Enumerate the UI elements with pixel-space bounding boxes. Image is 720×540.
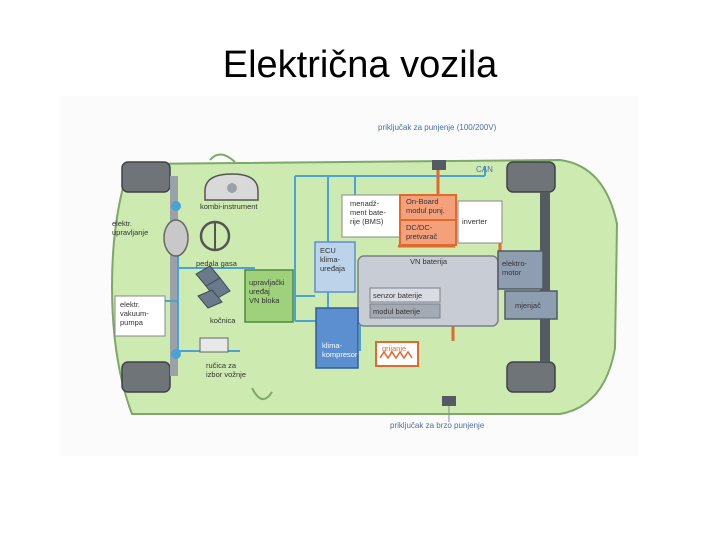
label-sensor: senzor baterije <box>373 291 422 300</box>
wheel-rear-right <box>506 361 556 393</box>
dcdc-box <box>399 219 457 246</box>
ecu-box <box>314 241 356 293</box>
joint-top <box>171 201 181 211</box>
motor-box <box>497 250 544 290</box>
label-selector: ručica za izbor vožnje <box>206 361 246 379</box>
bms-box <box>341 194 401 238</box>
label-can: CAN <box>476 165 493 174</box>
label-vn-battery: VN baterija <box>410 257 448 266</box>
gearbox-box <box>504 290 558 320</box>
pedals-icon <box>195 265 231 309</box>
compressor-box <box>315 307 359 369</box>
rear-axle <box>540 192 550 362</box>
label-ecu: ECU klima- uređaja <box>320 246 346 273</box>
heater-coil-icon <box>379 350 413 360</box>
joint-bottom <box>171 349 181 359</box>
label-module: modul baterije <box>373 307 420 316</box>
label-heater: grijanje <box>382 344 406 353</box>
onboard-charger-box <box>399 194 457 221</box>
label-fast-port: priključak za brzo punjenje <box>390 421 485 430</box>
vacuum-pump-box <box>114 295 166 337</box>
label-gearbox: mjenjač <box>515 301 541 310</box>
label-onboard: On-Board modul punj. <box>406 197 445 215</box>
label-dcdc: DC/DC- pretvarač <box>406 223 438 241</box>
label-charge-port: priključak za punjenje (100/200V) <box>378 123 497 132</box>
battery-module-box <box>369 303 441 319</box>
mirror-top <box>209 153 236 163</box>
label-inverter: inverter <box>462 217 488 226</box>
label-brake: kočnica <box>210 316 236 325</box>
charge-port-top <box>432 160 446 170</box>
wheel-rear-left <box>506 161 556 193</box>
ev-diagram-svg: priključak za punjenje (100/200V) CAN ko… <box>110 123 619 430</box>
wheel-front-right <box>121 361 171 393</box>
inverter-box <box>457 200 503 244</box>
wheel-front-left <box>121 161 171 193</box>
label-vacuum: elektr. vakuum- pumpa <box>120 300 151 327</box>
label-kombi: kombi-instrument <box>200 202 258 211</box>
drive-selector-icon <box>199 337 229 353</box>
label-compressor: klima- kompresor <box>322 341 358 359</box>
ev-diagram: priključak za punjenje (100/200V) CAN ko… <box>60 96 638 456</box>
label-bms: menadž- ment bate- rije (BMS) <box>350 199 388 226</box>
mirror-bottom <box>251 387 273 400</box>
label-motor: elektro- motor <box>502 259 529 277</box>
label-steering: elektr. upravljanje <box>112 219 148 237</box>
battery-sensor-box <box>369 287 441 303</box>
front-axle <box>170 176 178 376</box>
charge-port-bottom <box>442 396 456 406</box>
steering-gear <box>163 219 189 257</box>
label-pedal: pedala gasa <box>196 259 238 268</box>
control-unit-box <box>244 269 294 323</box>
slide-title: Električna vozila <box>222 44 498 86</box>
gauge-icon <box>227 183 237 193</box>
label-control: upravljački uređaj VN bloka <box>249 278 287 305</box>
